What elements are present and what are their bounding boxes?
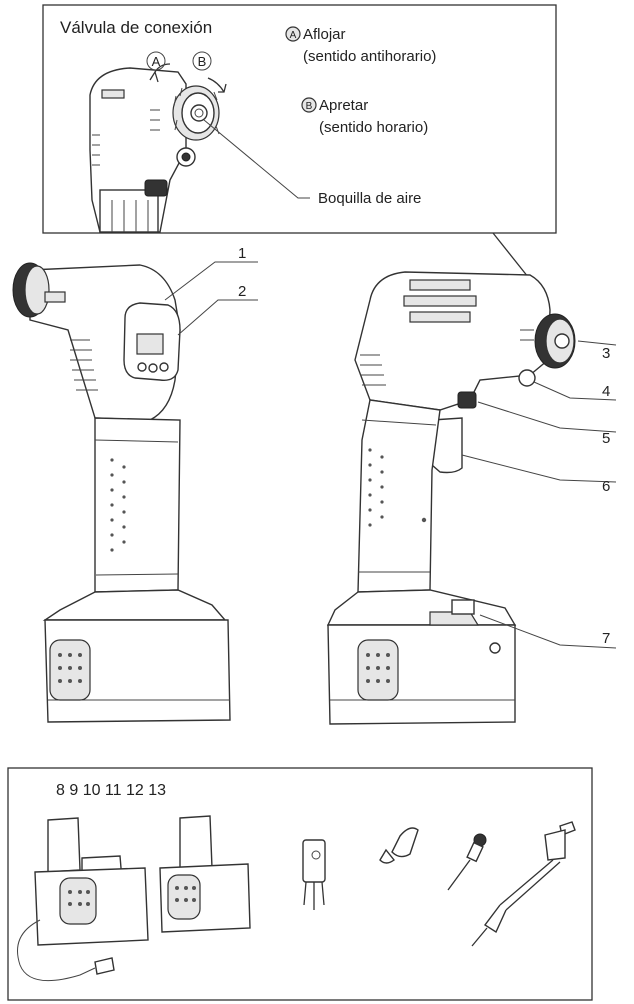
callout-2: 2: [238, 283, 246, 300]
nozzle-label: Boquilla de aire: [318, 190, 421, 207]
valve-closeup-drawing: [89, 63, 227, 233]
tighten-direction: (sentido horario): [319, 119, 428, 136]
marker-b-legend: [301, 97, 317, 113]
callouts: 1 2 3 4 5 6 7: [164, 245, 617, 649]
marker-b-drawing: [192, 51, 212, 71]
nozzle-leader-line: [203, 119, 310, 199]
callout-2-line: [177, 299, 258, 336]
marker-b-drawing-label: B: [198, 54, 207, 69]
loosen-direction: (sentido antihorario): [303, 48, 436, 65]
accessories-frame: [7, 767, 593, 1001]
detail-title: Válvula de conexión: [60, 18, 212, 37]
marker-a-legend-label: A: [290, 30, 297, 41]
accessories-panel: 8 9 10 11 12 13: [7, 767, 593, 1001]
accessory-numbers: 8 9 10 11 12 13: [56, 782, 166, 799]
callout-7: 7: [602, 630, 610, 647]
extension-hose: [471, 821, 576, 947]
connection-valve-detail: Válvula de conexión: [42, 4, 557, 303]
battery-with-car-charger: [17, 817, 149, 982]
marker-a-drawing-label: A: [152, 54, 161, 69]
cone-nozzle-adapter: [379, 827, 419, 864]
callout-1: 1: [238, 245, 246, 262]
ball-inflation-needle: [447, 833, 487, 891]
callout-3-line: [577, 340, 617, 346]
callout-3: 3: [602, 345, 610, 362]
callout-5-line: [477, 401, 617, 433]
marker-a-legend: [285, 26, 301, 42]
loosen-label: Aflojar: [303, 26, 346, 43]
valve-adapter-clip: [302, 839, 326, 910]
detail-frame: [42, 4, 557, 234]
callout-4-line: [533, 381, 617, 401]
pump-front-view: [12, 262, 231, 723]
callout-6-line: [461, 454, 617, 483]
marker-a-drawing: [146, 51, 166, 71]
callout-5: 5: [602, 430, 610, 447]
callout-1-line: [164, 261, 258, 301]
marker-b-legend-label: B: [306, 101, 313, 112]
callout-7-line: [479, 614, 617, 649]
tighten-label: Apretar: [319, 97, 368, 114]
callout-6: 6: [602, 478, 610, 495]
spare-battery: [159, 815, 251, 933]
pump-rear-view: [326, 271, 576, 725]
callout-4: 4: [602, 383, 610, 400]
